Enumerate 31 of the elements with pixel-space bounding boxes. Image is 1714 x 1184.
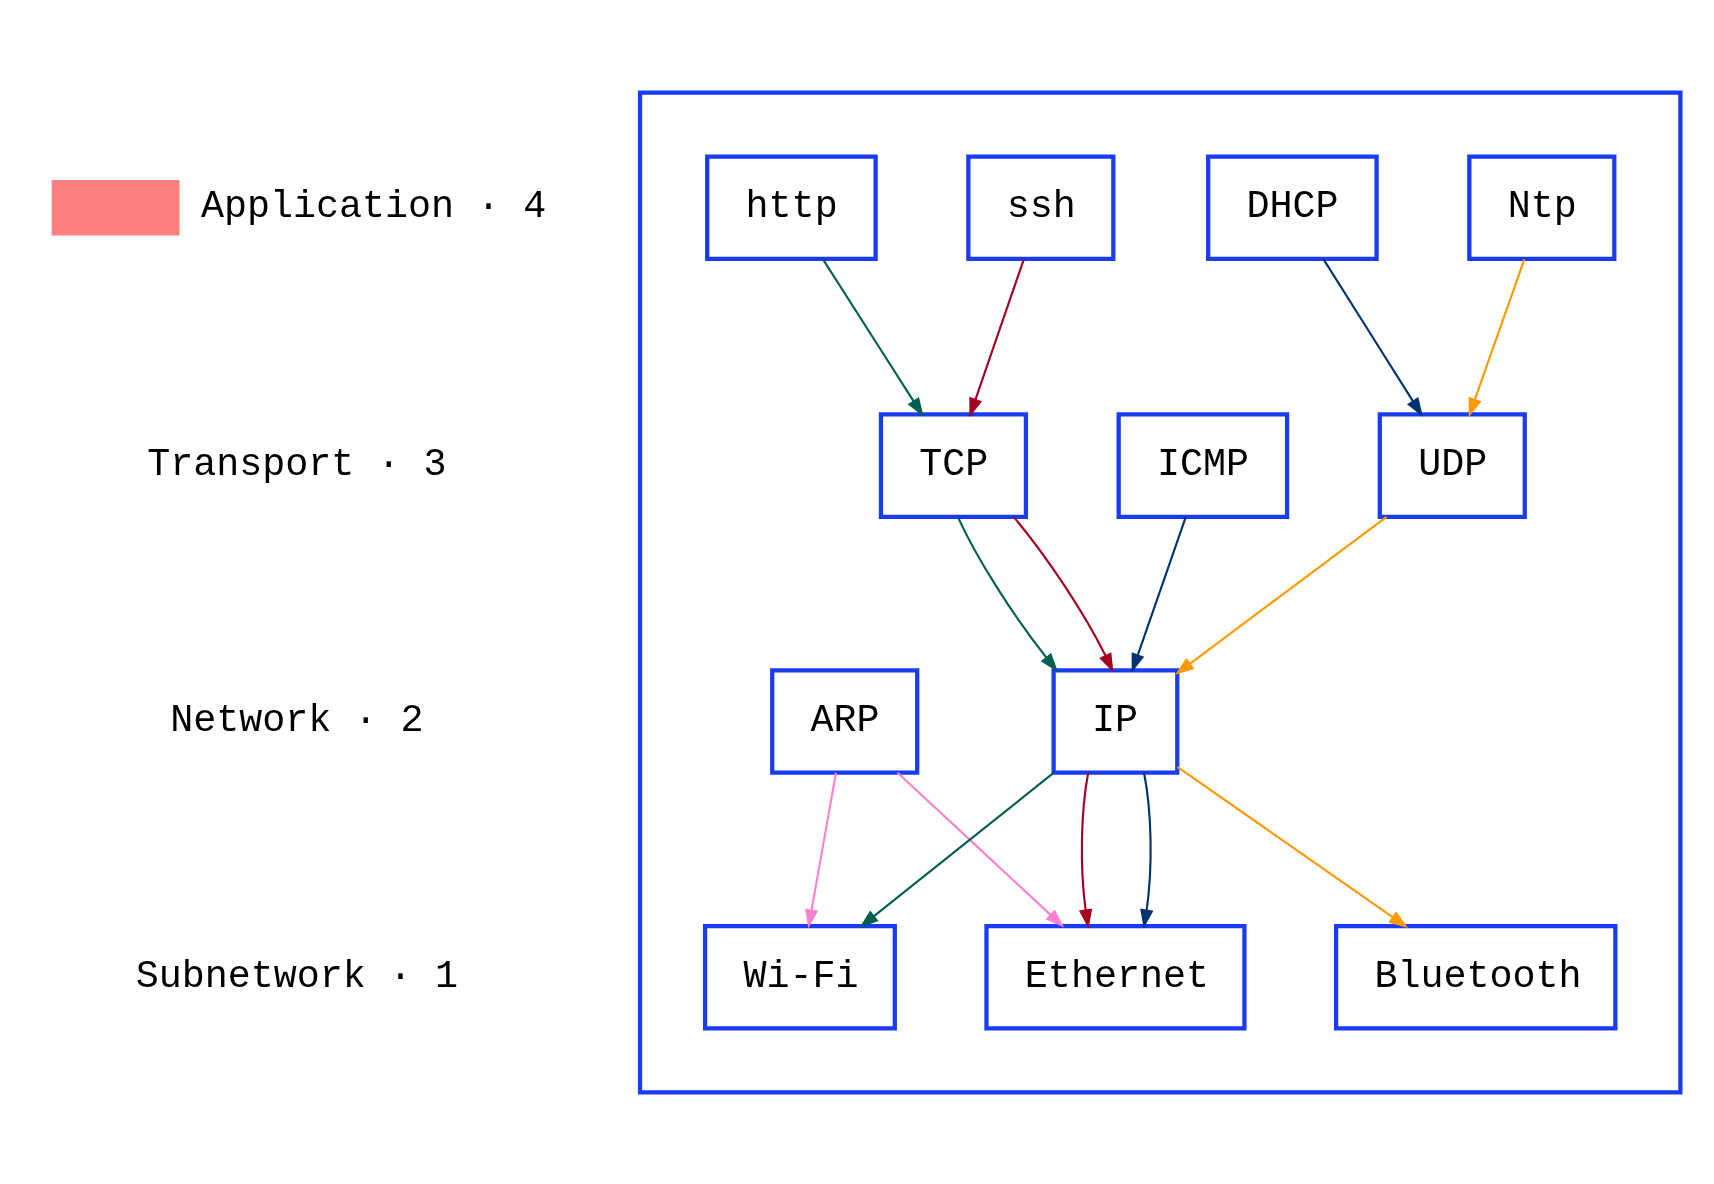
node-box: Wi-Fi bbox=[702, 923, 897, 1031]
node-box: UDP bbox=[1377, 411, 1527, 519]
node-box: TCP bbox=[878, 411, 1028, 519]
arrow bbox=[821, 258, 924, 417]
arrow bbox=[1176, 765, 1408, 928]
node-box: IP bbox=[1051, 667, 1179, 775]
arrow bbox=[956, 515, 1058, 672]
arrow bbox=[1174, 515, 1387, 675]
node-box: ICMP bbox=[1116, 411, 1289, 519]
node-box: Ntp bbox=[1466, 153, 1616, 261]
arrow bbox=[896, 771, 1064, 927]
legend-label: Application · 4 bbox=[200, 184, 546, 229]
arrow bbox=[858, 771, 1055, 928]
arrow bbox=[1131, 516, 1187, 673]
node-box: ARP bbox=[769, 667, 919, 775]
label: Transport · 3 bbox=[146, 442, 446, 487]
arrow bbox=[1322, 258, 1423, 417]
arrow bbox=[1468, 258, 1525, 417]
arrow bbox=[1139, 772, 1153, 928]
node-box: Bluetooth bbox=[1333, 923, 1617, 1031]
cluster bbox=[637, 89, 1683, 1095]
node-box: Ethernet bbox=[983, 923, 1247, 1031]
node-box: DHCP bbox=[1205, 153, 1379, 261]
arrow bbox=[1078, 772, 1092, 928]
arrow bbox=[1012, 515, 1113, 672]
node-box: ssh bbox=[965, 153, 1115, 261]
arrow bbox=[804, 772, 837, 928]
arrow bbox=[968, 258, 1025, 417]
node-box: http bbox=[704, 153, 878, 261]
label: Subnetwork · 1 bbox=[135, 954, 458, 999]
label: Network · 2 bbox=[169, 698, 423, 743]
